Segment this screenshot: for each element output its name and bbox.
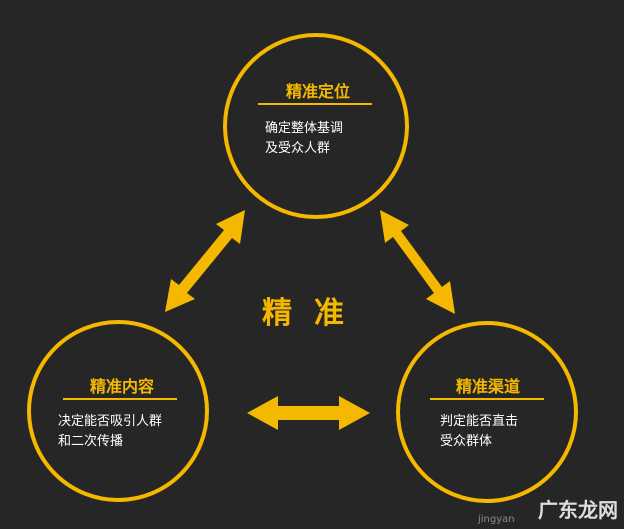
node-top-line-1: 确定整体基调 bbox=[265, 121, 344, 136]
node-left-circle bbox=[27, 320, 209, 502]
arrow-top-right bbox=[380, 210, 455, 314]
node-right-line-1: 判定能否直击 bbox=[440, 414, 519, 429]
arrow-top-left bbox=[165, 210, 245, 312]
center-label: 精准 bbox=[262, 296, 366, 331]
node-top-line-2: 及受众人群 bbox=[265, 141, 331, 156]
node-top-circle bbox=[223, 33, 409, 219]
node-top-underline bbox=[258, 103, 372, 105]
watermark: 广东龙网 bbox=[538, 498, 618, 522]
node-left-underline bbox=[63, 398, 177, 400]
node-left-title: 精准内容 bbox=[89, 377, 154, 396]
node-right-underline bbox=[430, 398, 544, 400]
node-top-title: 精准定位 bbox=[285, 82, 350, 101]
node-right-line-2: 受众群体 bbox=[440, 434, 493, 449]
arrow-horizontal bbox=[247, 396, 370, 430]
watermark-sub: jingyan bbox=[478, 514, 515, 525]
node-left-line-2: 和二次传播 bbox=[58, 434, 124, 449]
node-right-title: 精准渠道 bbox=[455, 377, 520, 396]
node-left-line-1: 决定能否吸引人群 bbox=[58, 414, 163, 429]
node-right-circle bbox=[396, 321, 578, 503]
